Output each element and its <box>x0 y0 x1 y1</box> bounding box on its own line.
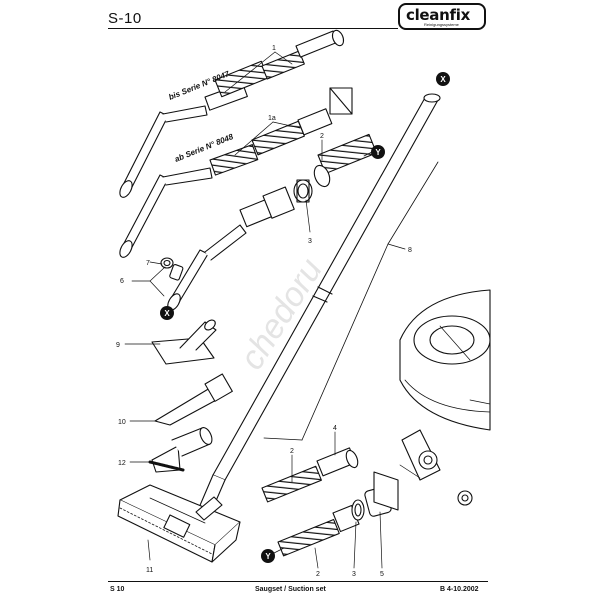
bracket-part-8-diagonal <box>301 243 389 441</box>
footer-title: Saugset / Suction set <box>255 586 326 593</box>
leader-lines <box>124 51 383 569</box>
callout-7: 7 <box>146 260 150 267</box>
callout-10: 10 <box>118 419 126 426</box>
cleanfix-logo: cleanfix Reinigungssysteme <box>398 3 486 30</box>
callout-2-bottom: 2 <box>316 571 320 578</box>
footer-revision: B 4-10.2002 <box>440 586 479 593</box>
callout-8: 8 <box>408 247 412 254</box>
callout-6: 6 <box>120 278 124 285</box>
hose-part-2-bottom <box>277 504 360 557</box>
adapter-part-4 <box>316 447 359 477</box>
marker-x-left-label: X <box>164 309 170 318</box>
hose-assembly-1a <box>119 87 353 258</box>
ring-part-3-top <box>293 179 313 203</box>
footer-page-code: S 10 <box>110 586 125 593</box>
marker-y-bottom: Y <box>261 549 275 563</box>
coupling-part-2-top <box>313 133 378 188</box>
logo-wordmark: cleanfix <box>406 6 470 24</box>
marker-x-left: X <box>160 306 174 320</box>
marker-x-top-label: X <box>440 75 446 84</box>
vacuum-body <box>399 289 491 506</box>
callout-2-top: 2 <box>320 133 324 140</box>
callout-3-top: 3 <box>308 238 312 245</box>
callout-1: 1 <box>272 45 276 52</box>
bracket-part-8-lower <box>263 437 303 441</box>
callout-12: 12 <box>118 460 126 467</box>
header-rule <box>108 28 398 29</box>
callout-5: 5 <box>380 571 384 578</box>
callout-1a: 1a <box>268 115 276 122</box>
callout-9: 9 <box>116 342 120 349</box>
callout-2-left: 2 <box>290 448 294 455</box>
coupler-part-5 <box>364 471 399 517</box>
marker-y-top: Y <box>371 145 385 159</box>
callout-4: 4 <box>333 425 337 432</box>
hose-assembly-1 <box>119 29 345 198</box>
hose-part-2-left <box>261 465 322 503</box>
ring-part-3-bottom <box>351 499 365 521</box>
crevice-nozzle-part-10 <box>154 373 233 426</box>
nozzle-ring-part-7 <box>160 257 184 281</box>
callout-11: 11 <box>146 567 153 574</box>
marker-y-top-label: Y <box>375 148 381 157</box>
footer-rule <box>108 581 488 582</box>
marker-y-bottom-label: Y <box>265 552 271 561</box>
page-code: S-10 <box>108 10 142 27</box>
hose-assembly-plain <box>167 186 295 311</box>
upholstery-nozzle-part-9 <box>151 319 217 365</box>
dusting-brush-part-12 <box>148 427 213 473</box>
marker-x-top: X <box>436 72 450 86</box>
callout-3-bottom: 3 <box>352 571 356 578</box>
suction-tube-part-8 <box>197 93 441 511</box>
logo-subtext: Reinigungssysteme <box>424 22 459 27</box>
floor-nozzle-part-11 <box>117 484 241 563</box>
